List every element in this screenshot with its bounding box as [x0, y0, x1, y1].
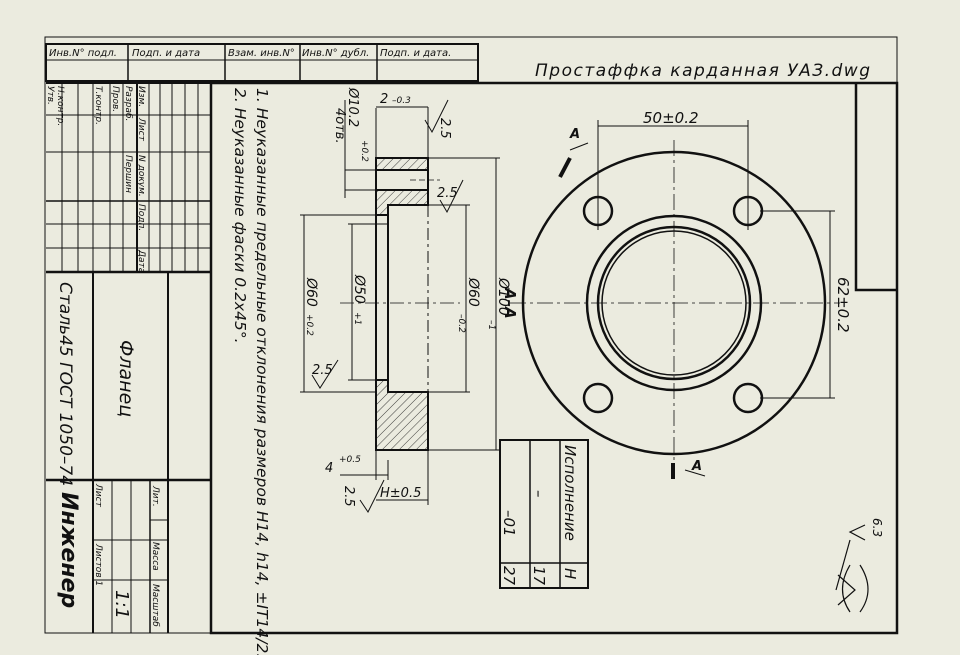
rough-1: 2.5 [437, 118, 452, 139]
col-izm: Изм. [136, 86, 146, 107]
dim-bolt-h: 50±0.2 [643, 109, 699, 127]
drawing-title: Простаффка карданная УАЗ.dwg [535, 61, 872, 81]
variant-row1-name: – [530, 490, 548, 498]
dim-h: H±0.5 [380, 486, 421, 501]
stamp-header-5: Подп. и дата. [380, 48, 451, 59]
sheet-frame [44, 36, 898, 634]
stamp-header-4: Инв.N° дубл. [302, 47, 369, 59]
dim-d50-tol: +1 [352, 312, 362, 325]
rough-3: 2.5 [312, 363, 333, 378]
title-block [46, 82, 211, 633]
reviewer-name: Першин [123, 155, 133, 193]
stamp-header-3: Взам. инв.N° [228, 48, 295, 59]
role-tkontr: Т.контр. [93, 86, 103, 125]
section-dims [300, 99, 500, 513]
role-nkontr: Н.контр. [55, 86, 65, 126]
dim-step-4: 4 [325, 461, 333, 476]
part-name: Фланец [115, 340, 137, 417]
dim-d60-inner-tol: +0.2 [304, 314, 314, 336]
surface-finish-value: 6.3 [870, 518, 884, 537]
col-podp: Подп. [136, 204, 146, 231]
col-data: Дата [136, 249, 146, 273]
sheets-label: Листов 1 [93, 543, 103, 586]
dim-d100: Ø100 [495, 277, 511, 316]
dim-chamfer-top-tol: –0.3 [392, 96, 411, 106]
role-prov: Пров. [110, 86, 120, 112]
variants-table [499, 439, 589, 589]
scale-label: Масштаб [150, 584, 160, 627]
rough-4: 2.5 [341, 486, 356, 507]
col-ndokum: N докум. [136, 155, 146, 197]
dim-d60-outer: Ø60 [465, 277, 481, 307]
section-view [340, 157, 460, 451]
mass-label: Масса [150, 542, 160, 571]
rough-2: 2.5 [437, 186, 458, 201]
role-razrab: Разраб. [123, 86, 133, 121]
note-2: 2. Неуказанные фаски 0.2x45°. [231, 88, 249, 344]
surface-finish-symbol [835, 524, 869, 613]
dim-bolt-v: 62±0.2 [834, 277, 852, 333]
sheet-label: Лист [93, 483, 103, 508]
variant-row1-h: 17 [530, 566, 548, 586]
scale-value: 1:1 [111, 590, 132, 619]
variants-header-1: Исполнение [561, 445, 579, 541]
variant-row2-name: –01 [500, 510, 518, 537]
lit-label: Лит. [150, 485, 160, 507]
dim-d100-tol: –1 [486, 320, 496, 330]
dim-d50: Ø50 [351, 274, 367, 304]
variants-header-2: H [561, 568, 579, 579]
front-view [510, 120, 840, 479]
dim-hole-tol: +0.2 [359, 140, 369, 162]
dim-d60-inner: Ø60 [303, 277, 319, 307]
dim-hole-dia: Ø10.2 [345, 87, 360, 127]
stamp-header-1: Инв.N° подл. [49, 48, 117, 59]
view-label-a-top: A [569, 127, 580, 142]
note-1: 1. Неуказанные предельные отклонения раз… [253, 88, 271, 655]
col-list: Лист [136, 117, 146, 142]
stamp-header-2: Подп. и дата [132, 48, 200, 59]
drawing-border [209, 81, 899, 635]
company-label: Инженер [56, 492, 81, 608]
view-label-a-bottom: A [691, 459, 702, 474]
dim-step-4-tol: +0.5 [339, 455, 361, 465]
dim-chamfer-top: 2 [380, 92, 388, 107]
top-stamp [45, 43, 479, 82]
variant-row2-h: 27 [500, 566, 518, 586]
dim-hole-count: 4отв. [332, 108, 347, 144]
material-label: Сталь45 ГОСТ 1050–74 [55, 282, 75, 486]
right-frame-box [854, 83, 897, 292]
dim-d60-outer-tol: –0.2 [456, 314, 466, 333]
role-utv: Утв. [45, 86, 55, 105]
